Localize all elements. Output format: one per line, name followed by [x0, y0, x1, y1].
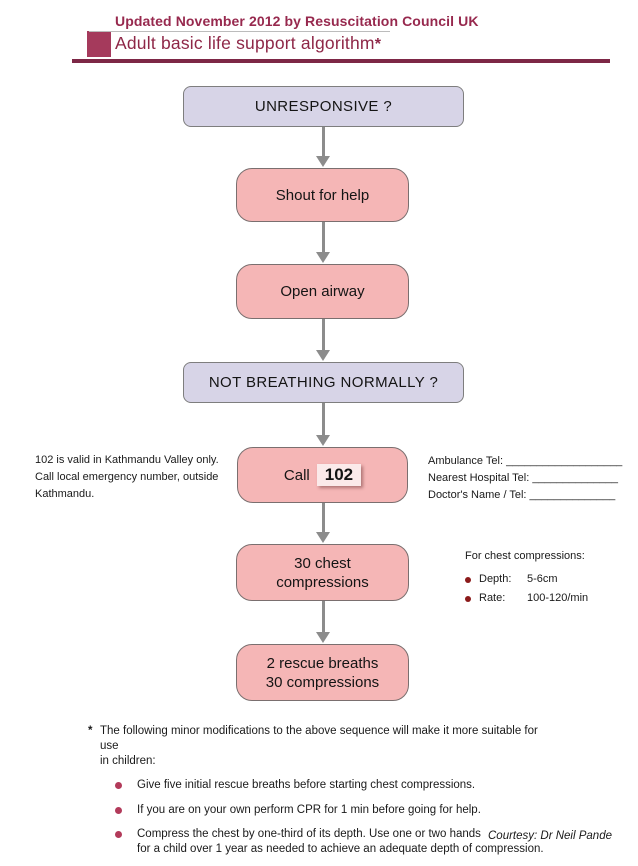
arrow-line: [322, 503, 325, 533]
note-line: Kathmandu.: [35, 488, 95, 500]
arrow-line: [322, 601, 325, 633]
flow-box-shout-for-help: Shout for help: [236, 168, 409, 222]
flow-arrow-down: [316, 503, 331, 543]
tel-line-ambulance: Ambulance Tel: ___________________: [428, 455, 623, 467]
flow-box-label: Shout for help: [275, 186, 370, 204]
note-line: Call local emergency number, outside: [35, 471, 219, 483]
flow-box-unresponsive: UNRESPONSIVE ?: [183, 86, 464, 127]
arrow-head-icon: [316, 632, 330, 643]
chest-compression-parameters: For chest compressions: Depth: 5-6cm Rat…: [465, 550, 635, 608]
bullet-icon: [115, 806, 122, 814]
footnote-intro-line1: The following minor modifications to the…: [100, 725, 538, 752]
call-prefix: Call: [283, 466, 310, 484]
arrow-head-icon: [316, 435, 330, 446]
footnote-asterisk: *: [88, 725, 93, 737]
call-validity-note: 102 is valid in Kathmandu Valley only. C…: [35, 452, 240, 503]
emergency-number: 102: [316, 464, 362, 486]
page-title: Adult basic life support algorithm*: [115, 33, 381, 54]
tel-line-hospital: Nearest Hospital Tel: ______________: [428, 472, 618, 484]
arrow-line: [322, 403, 325, 436]
footnote-bullet-line1: Compress the chest by one-third of its d…: [137, 828, 481, 840]
footnote-bullet-item: If you are on your own perform CPR for 1…: [88, 803, 558, 818]
header-rule: [72, 59, 610, 63]
arrow-line: [322, 319, 325, 351]
footnote-intro-text: The following minor modifications to the…: [100, 724, 558, 769]
flow-box-label-line2: 30 compressions: [265, 673, 380, 691]
arrow-head-icon: [316, 350, 330, 361]
children-modifications-footnote: * The following minor modifications to t…: [88, 724, 558, 866]
arrow-line: [322, 127, 325, 157]
flow-box-label: NOT BREATHING NORMALLY ?: [208, 374, 439, 391]
footnote-bullet-item: Give five initial rescue breaths before …: [88, 778, 558, 793]
bullet-icon: [115, 782, 122, 789]
arrow-line: [322, 222, 325, 253]
footnote-bullet-text: Compress the chest by one-third of its d…: [137, 827, 544, 856]
footnote-bullet-line2: for a child over 1 year as needed to ach…: [137, 842, 544, 855]
flow-box-label: UNRESPONSIVE ?: [254, 98, 393, 115]
courtesy-credit: Courtesy: Dr Neil Pande: [488, 830, 612, 842]
tel-line-doctor: Doctor's Name / Tel: ______________: [428, 489, 616, 501]
flow-arrow-down: [316, 403, 331, 446]
title-asterisk: *: [374, 36, 382, 53]
header-accent-square: [87, 31, 111, 57]
depth-value: 5-6cm: [527, 573, 558, 585]
flow-box-not-breathing: NOT BREATHING NORMALLY ?: [183, 362, 464, 403]
flow-box-call-102: Call 102: [237, 447, 408, 503]
compression-note-title: For chest compressions:: [465, 550, 585, 562]
header-thin-divider: [89, 31, 390, 32]
arrow-head-icon: [316, 252, 330, 263]
flow-box-label: Open airway: [280, 283, 365, 300]
depth-label: Depth:: [479, 573, 512, 585]
rate-label: Rate:: [479, 592, 506, 604]
flow-arrow-down: [316, 222, 331, 263]
footnote-bullet-item: Compress the chest by one-third of its d…: [88, 827, 558, 856]
note-line: 102 is valid in Kathmandu Valley only.: [35, 454, 219, 466]
flow-arrow-down: [316, 319, 331, 361]
telephone-fill-in-block: Ambulance Tel: ___________________ Neare…: [428, 453, 628, 504]
footnote-intro-line2: in children:: [100, 755, 156, 767]
footnote-bullet-text: Give five initial rescue breaths before …: [137, 779, 476, 791]
page-title-text: Adult basic life support algorithm: [115, 33, 375, 53]
footnote-bullet-text: If you are on your own perform CPR for 1…: [137, 803, 481, 816]
flow-box-label-line1: 30 chest: [294, 554, 351, 572]
flow-arrow-down: [316, 601, 331, 643]
rate-value: 100-120/min: [527, 592, 589, 604]
flow-box-open-airway: Open airway: [236, 264, 409, 319]
compression-rate-row: Rate: 100-120/min: [465, 589, 635, 608]
footnote-bullet-list: Give five initial rescue breaths before …: [88, 778, 558, 856]
arrow-head-icon: [316, 156, 330, 167]
updated-line: Updated November 2012 by Resuscitation C…: [115, 13, 479, 29]
flow-arrow-down: [316, 127, 331, 167]
arrow-head-icon: [316, 532, 330, 543]
flow-box-label-line2: compressions: [276, 573, 369, 591]
bullet-icon: [115, 831, 122, 838]
compression-depth-row: Depth: 5-6cm: [465, 570, 635, 589]
bullet-icon: [465, 595, 471, 602]
bullet-icon: [465, 576, 471, 583]
footnote-intro: * The following minor modifications to t…: [88, 724, 558, 769]
flow-box-label-line1: 2 rescue breaths: [266, 654, 379, 672]
